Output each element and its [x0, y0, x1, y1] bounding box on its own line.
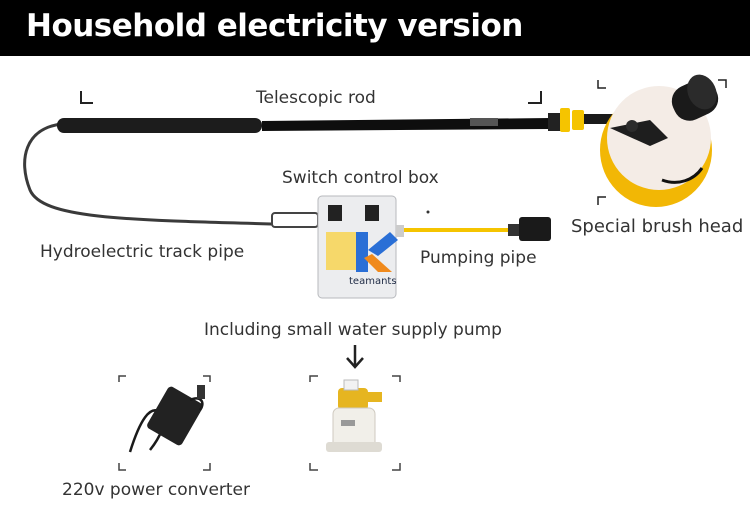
label-switch-control-box: Switch control box — [282, 168, 439, 188]
label-water-pump-note: Including small water supply pump — [204, 320, 502, 340]
logo-text: teamants — [349, 276, 397, 287]
brush-head — [597, 74, 727, 207]
rod-brackets — [80, 91, 542, 104]
teamants-logo — [356, 232, 398, 272]
water-pump — [309, 375, 401, 471]
pumping-pipe — [404, 210, 551, 241]
track-pipe — [23, 122, 273, 226]
label-telescopic-rod: Telescopic rod — [256, 88, 376, 108]
label-pumping-pipe: Pumping pipe — [420, 248, 537, 268]
power-converter — [118, 375, 211, 471]
label-power-converter: 220v power converter — [62, 480, 251, 500]
product-illustration — [23, 74, 727, 471]
label-hydroelectric-track-pipe: Hydroelectric track pipe — [40, 242, 245, 262]
down-arrow-icon — [346, 345, 364, 369]
telescopic-rod — [57, 108, 624, 133]
page-title: Household electricity version — [26, 8, 523, 44]
title-bar: Household electricity version — [0, 0, 750, 56]
label-special-brush-head: Special brush head — [571, 216, 744, 237]
